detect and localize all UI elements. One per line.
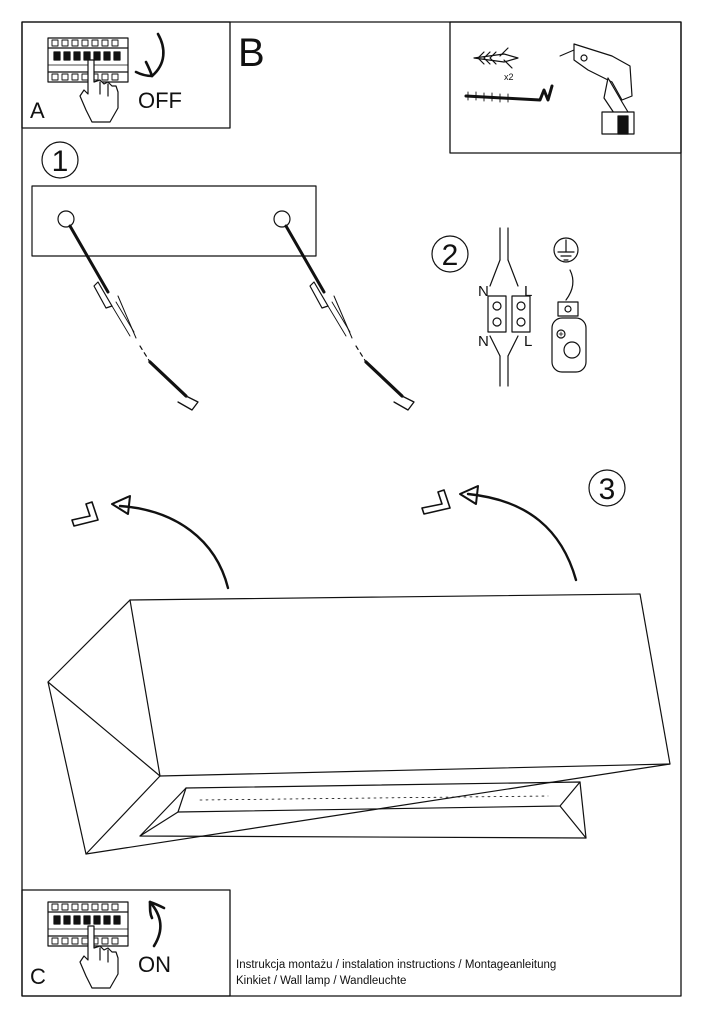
arrow-down-icon — [134, 32, 165, 78]
step-1-circle — [41, 141, 79, 179]
ground-clamp-icon — [551, 269, 587, 373]
arrow-right-icon — [459, 485, 578, 582]
bracket-right-icon — [421, 489, 451, 515]
footer-line-2: Kinkiet / Wall lamp / Wandleuchte — [236, 975, 406, 987]
panel-b-letter: B — [238, 31, 265, 75]
hand-icon — [79, 59, 119, 123]
step-3-circle — [588, 469, 626, 507]
terminal-block-icon — [487, 227, 531, 387]
panel-a-letter: A — [30, 98, 45, 123]
footer-line-1: Instrukcja montażu / instalation instruc… — [236, 959, 556, 971]
wall-lamp-body — [47, 593, 671, 855]
wire-label-bottom-left: N — [478, 333, 489, 350]
wall-plug-icon — [473, 47, 519, 69]
panel-c-letter: C — [30, 964, 46, 989]
step-3-number: 3 — [599, 473, 616, 506]
hook-screw-icon — [464, 84, 554, 103]
step-2-circle — [431, 235, 469, 273]
hand-icon — [79, 925, 119, 989]
breaker-panel-icon — [47, 901, 129, 947]
panel-c-switch-state: ON — [138, 952, 171, 977]
panel-b-box — [449, 21, 682, 154]
drill-icon — [559, 43, 635, 135]
step-1-number: 1 — [52, 145, 69, 178]
ground-symbol-icon — [553, 237, 579, 263]
panel-a-switch-state: OFF — [138, 88, 182, 113]
screw-right-icon — [273, 210, 415, 411]
step-2-number: 2 — [442, 239, 459, 272]
bracket-left-icon — [71, 501, 99, 527]
panel-c-box — [21, 889, 231, 997]
wall-block — [31, 185, 317, 257]
arrow-up-icon — [148, 900, 166, 948]
wire-label-bottom-right: L — [524, 333, 532, 350]
screw-left-icon — [57, 210, 199, 411]
wire-label-top-left: N — [478, 283, 489, 300]
panel-a-box — [21, 21, 231, 129]
page-border — [21, 21, 682, 997]
arrow-left-icon — [111, 495, 230, 590]
wire-label-top-right: L — [524, 283, 532, 300]
quantity-note: x2 — [504, 72, 514, 82]
